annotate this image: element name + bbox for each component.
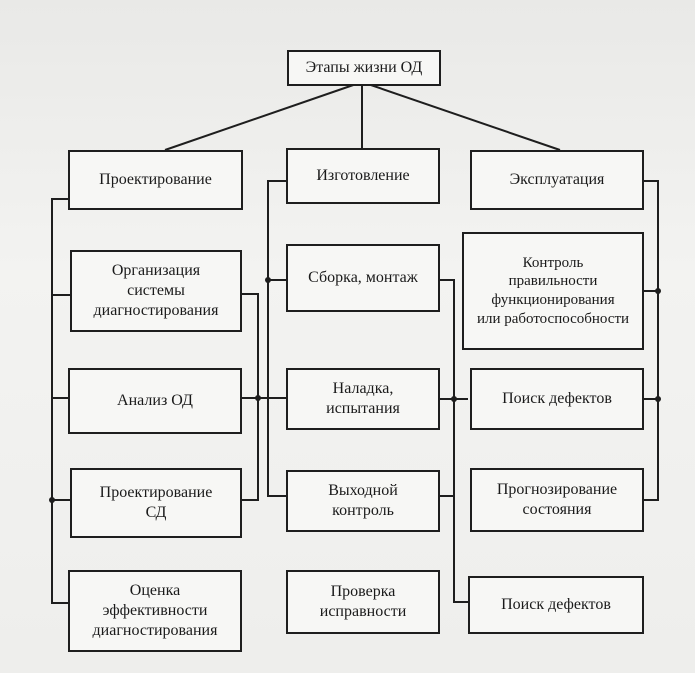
root-box: Этапы жизни ОД bbox=[287, 50, 441, 86]
item-design-1: Анализ ОД bbox=[68, 368, 242, 434]
header-manufacturing: Изготовление bbox=[286, 148, 440, 204]
item-operation-1: Поиск дефектов bbox=[470, 368, 644, 430]
item-manufacturing-0: Сборка, монтаж bbox=[286, 244, 440, 312]
item-operation-2: Прогнозирование состояния bbox=[470, 468, 644, 532]
item-operation-3: Поиск дефектов bbox=[468, 576, 644, 634]
item-operation-0: Контроль правильности функционирования и… bbox=[462, 232, 644, 350]
item-design-0: Организация системы диагностирования bbox=[70, 250, 242, 332]
item-design-3: Оценка эффективности диагностирования bbox=[68, 570, 242, 652]
header-design: Проектирование bbox=[68, 150, 243, 210]
item-manufacturing-2: Выходной контроль bbox=[286, 470, 440, 532]
item-manufacturing-3: Проверка исправности bbox=[286, 570, 440, 634]
header-operation: Эксплуатация bbox=[470, 150, 644, 210]
item-design-2: Проектирование СД bbox=[70, 468, 242, 538]
item-manufacturing-1: Наладка, испытания bbox=[286, 368, 440, 430]
